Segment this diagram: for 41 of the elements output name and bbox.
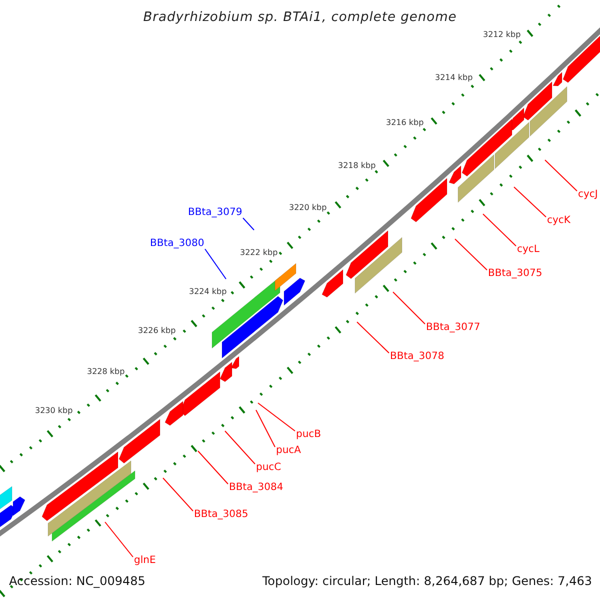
gene-label: BBta_3077	[426, 323, 480, 333]
gene-label: cycL	[517, 245, 540, 255]
leader-line	[392, 292, 426, 324]
leader-line	[242, 218, 254, 230]
leader-line	[104, 522, 134, 558]
gene-label: glnE	[134, 556, 156, 566]
gene-label: BBta_3080	[150, 239, 204, 249]
gene-label: cycJ	[578, 190, 598, 200]
leader-line	[514, 186, 546, 218]
scale-label: 3222 kbp	[240, 249, 278, 257]
gene-label: pucA	[276, 446, 302, 456]
gene-label: BBta_3075	[488, 269, 542, 279]
gene-label: pucC	[256, 463, 282, 473]
scale-label: 3228 kbp	[87, 368, 125, 376]
leader-line	[544, 160, 578, 192]
gene-label: BBta_3078	[390, 352, 444, 362]
leader-line	[256, 410, 276, 448]
footer-text: Accession: NC_009485	[9, 575, 146, 587]
scale-label: 3220 kbp	[289, 204, 327, 212]
gene-label: cycK	[547, 216, 570, 226]
leader-line	[204, 248, 226, 280]
leader-line	[454, 238, 488, 270]
leader-line	[258, 402, 296, 432]
scale-label: 3226 kbp	[138, 327, 176, 335]
scale-label: 3230 kbp	[35, 407, 73, 415]
title: Bradyrhizobium sp. BTAi1, complete genome	[142, 11, 458, 24]
scale-label: 3218 kbp	[338, 162, 376, 170]
scale-label: 3214 kbp	[435, 74, 473, 82]
scale-label: 3224 kbp	[189, 288, 227, 296]
leader-line	[162, 478, 194, 512]
gene-label: BBta_3084	[229, 483, 284, 493]
gene-label: pucB	[296, 430, 322, 440]
leader-line	[198, 450, 228, 484]
leader-line	[482, 214, 516, 246]
scale-label: 3216 kbp	[386, 119, 424, 127]
gene-label: BBta_3085	[194, 510, 248, 520]
scale-label: 3212 kbp	[483, 31, 521, 39]
leader-line	[356, 322, 390, 354]
gene-label: BBta_3079	[188, 208, 242, 218]
footer-text: Topology: circular; Length: 8,264,687 bp; Genes: 7,463	[262, 575, 592, 587]
leader-line	[224, 430, 256, 464]
